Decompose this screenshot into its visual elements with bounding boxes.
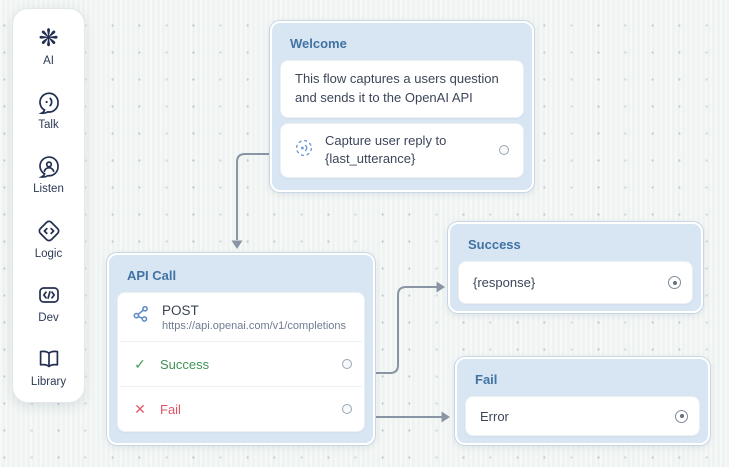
node-success[interactable]: Success {response} [448,222,703,313]
node-title: API Call [127,268,177,283]
sidebar-item-label: Logic [34,247,63,260]
sidebar-item-talk[interactable]: Talk [17,89,80,131]
sidebar-item-listen[interactable]: Listen [17,153,80,195]
capture-step-card[interactable]: Capture user reply to {last_utterance} [280,122,524,178]
sidebar-item-label: Library [30,375,67,388]
logic-diamond-icon [36,218,62,245]
api-fail-row[interactable]: ✕ Fail [118,387,364,431]
talk-bubble-icon [36,89,62,116]
response-value: {response} [473,275,536,290]
node-title: Fail [475,372,498,387]
sidebar-item-label: Listen [33,183,64,196]
sidebar-item-dev[interactable]: Dev [17,282,80,324]
library-book-icon [36,346,62,373]
sidebar-item-logic[interactable]: Logic [17,218,80,260]
response-step-card[interactable]: {response} [458,261,693,304]
divider [120,386,362,387]
block-palette-sidebar: ❋ AI Talk Listen [12,8,85,403]
api-method: POST [162,303,199,318]
sidebar-item-ai[interactable]: ❋ AI [17,25,80,67]
sidebar-item-library[interactable]: Library [17,346,80,388]
error-out-port[interactable] [675,409,688,423]
error-value: Error [480,408,509,424]
error-step-card[interactable]: Error [465,396,700,436]
api-success-row[interactable]: ✓ Success [118,342,364,386]
success-out-port[interactable] [342,359,352,369]
api-network-icon [132,305,150,328]
connector-capture-to-api[interactable] [231,153,273,249]
sidebar-item-label: AI [43,55,54,67]
listen-user-icon [36,153,62,180]
api-url: https://api.openai.com/v1/completions [162,320,347,332]
success-port-label: Success [160,356,210,372]
node-welcome[interactable]: Welcome This flow captures a users quest… [270,21,534,192]
sidebar-item-label: Talk [38,119,59,132]
capture-step-label: Capture user reply to {last_utterance} [325,133,447,167]
cross-icon: ✕ [134,400,146,417]
node-api-call[interactable]: API Call POST https://api.openai.com/v1/… [107,253,375,445]
text-step-message: This flow captures a users question and … [295,71,499,105]
response-out-port[interactable] [668,276,681,289]
capture-out-port[interactable] [499,145,509,156]
dev-code-icon [36,282,62,309]
api-step-card[interactable]: POST https://api.openai.com/v1/completio… [117,292,365,432]
node-title: Welcome [290,36,347,51]
openai-icon: ❋ [38,24,59,52]
divider [120,341,362,342]
connector-success-to-node[interactable] [344,281,445,374]
text-step-card[interactable]: This flow captures a users question and … [280,60,524,118]
node-title: Success [468,237,521,252]
node-fail[interactable]: Fail Error [455,357,710,445]
sidebar-item-label: Dev [38,311,59,324]
fail-port-label: Fail [160,401,181,417]
check-icon: ✓ [134,355,146,372]
api-request-row[interactable]: POST https://api.openai.com/v1/completio… [118,293,364,341]
capture-icon [295,139,313,162]
fail-out-port[interactable] [342,404,352,414]
